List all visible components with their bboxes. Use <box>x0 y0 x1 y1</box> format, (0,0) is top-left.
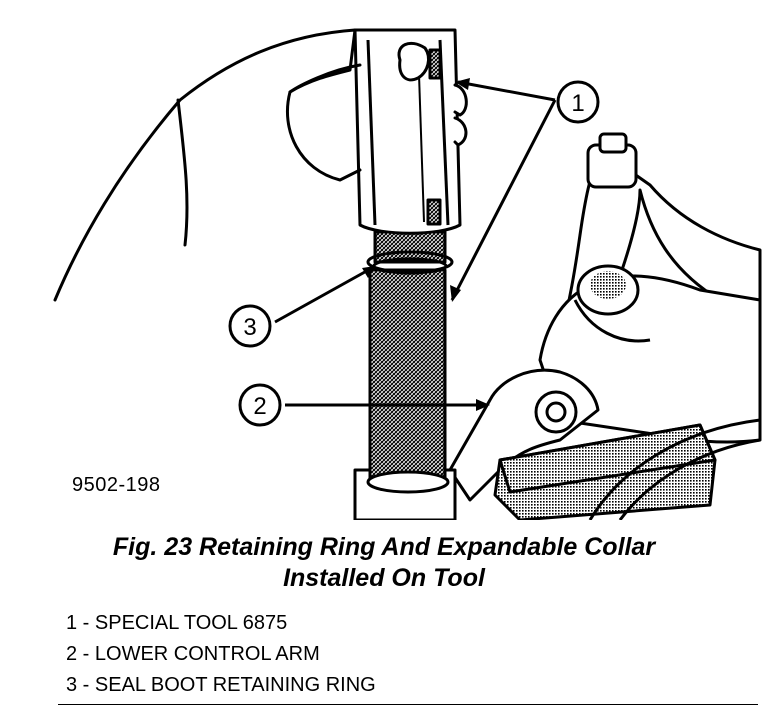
legend-item-number: 1 <box>66 612 78 634</box>
legend-item-number: 2 <box>66 643 78 665</box>
callout-2: 2 <box>238 383 282 427</box>
technical-illustration: 1 3 2 <box>53 28 762 520</box>
callout-3-label: 3 <box>243 314 256 341</box>
arrowheads <box>362 78 490 411</box>
legend-item: 3 - SEAL BOOT RETAINING RING <box>66 670 376 701</box>
legend-item-separator: - <box>77 612 95 634</box>
callout-3: 3 <box>228 304 272 348</box>
callout-1: 1 <box>556 80 600 124</box>
caption-line-1: Fig. 23 Retaining Ring And Expandable Co… <box>112 533 656 561</box>
figure-caption: Fig. 23 Retaining Ring And Expandable Co… <box>0 532 768 594</box>
legend-item: 1 - SPECIAL TOOL 6875 <box>66 608 376 639</box>
lower-control-arm-drawing <box>448 132 762 520</box>
figure-number: 9502-198 <box>72 474 161 496</box>
leader-lines <box>274 80 557 407</box>
legend-list: 1 - SPECIAL TOOL 6875 2 - LOWER CONTROL … <box>66 608 376 701</box>
legend-item-separator: - <box>77 643 95 665</box>
callout-2-label: 2 <box>253 393 266 420</box>
legend-item-text: LOWER CONTROL ARM <box>94 643 320 665</box>
legend-item-text: SPECIAL TOOL 6875 <box>94 612 288 634</box>
legend-item-text: SEAL BOOT RETAINING RING <box>94 674 376 696</box>
bottom-divider <box>58 704 758 705</box>
legend-item: 2 - LOWER CONTROL ARM <box>66 639 376 670</box>
seal-boot-drawing <box>353 230 457 520</box>
legend-item-number: 3 <box>66 674 78 696</box>
retaining-ring-drawing <box>366 250 454 275</box>
callout-1-label: 1 <box>571 90 584 117</box>
legend-item-separator: - <box>77 674 95 696</box>
caption-line-2: Installed On Tool <box>283 564 485 592</box>
hand-drawing <box>53 28 468 302</box>
